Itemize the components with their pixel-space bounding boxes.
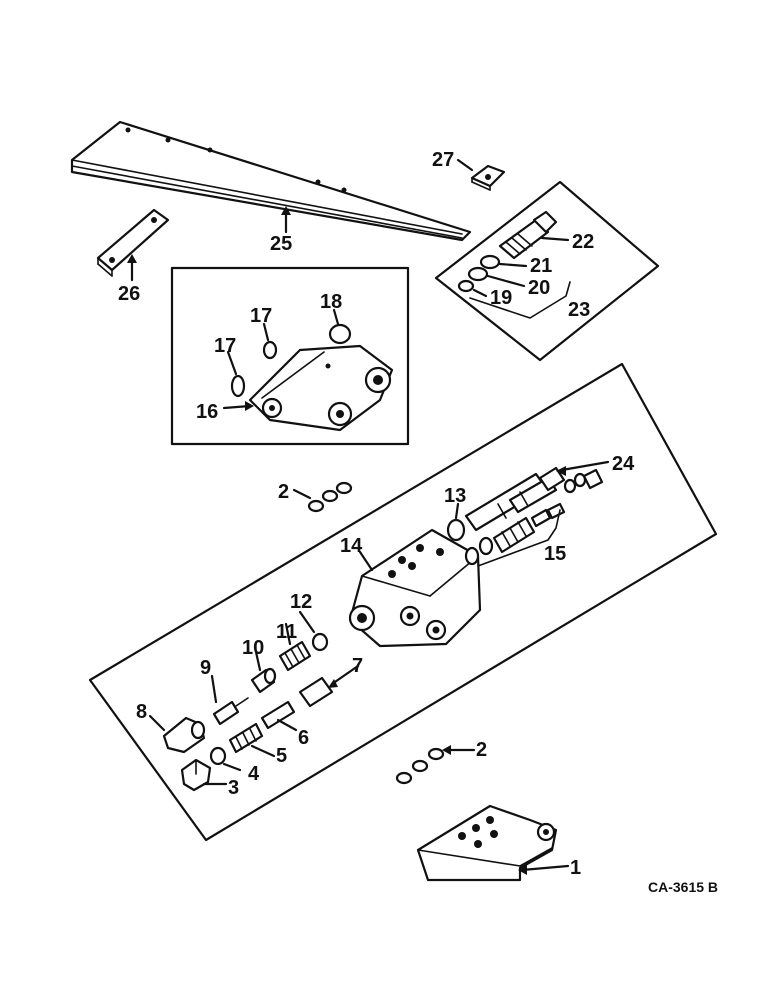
o-ring-part-17-upper: [262, 340, 278, 360]
callout-26: 26: [118, 283, 140, 305]
spring-part-5: [228, 722, 264, 754]
bracket-23: [469, 281, 571, 319]
callout-23: 23: [568, 299, 590, 321]
callout-17-upper: 17: [250, 305, 272, 327]
reference-code: CA-3615 B: [648, 879, 718, 895]
leader-22: [540, 236, 570, 242]
spool-part-24: [464, 466, 604, 532]
arrowhead-24: [556, 466, 566, 476]
callout-11: 11: [276, 621, 297, 643]
leader-10: [254, 650, 262, 672]
leader-27: [456, 158, 474, 172]
leader-19: [472, 288, 488, 298]
leader-7: [330, 664, 360, 686]
callout-25: 25: [270, 233, 292, 255]
fitting-part-22: [498, 210, 558, 260]
leader-5: [250, 744, 276, 758]
leader-17-lower: [226, 350, 238, 376]
callout-20: 20: [528, 277, 550, 299]
callout-1: 1: [570, 857, 581, 879]
cap-part-8: [162, 716, 206, 754]
callout-19: 19: [490, 287, 512, 309]
leader-11: [284, 622, 292, 646]
leader-1: [520, 864, 570, 872]
arrowhead-16: [245, 401, 254, 411]
o-ring-part-13: [446, 518, 466, 542]
leader-4: [222, 762, 242, 772]
spring-part-11: [278, 640, 312, 672]
leader-8: [148, 714, 166, 732]
callout-21: 21: [530, 255, 552, 277]
spool-part-15: [464, 502, 566, 566]
callout-4: 4: [248, 763, 260, 785]
callout-3: 3: [228, 777, 239, 799]
plate-part-26: [96, 208, 170, 277]
valve-body-part-16: [248, 344, 394, 432]
leader-9: [210, 674, 218, 704]
callout-24: 24: [612, 453, 635, 475]
arrowhead-2-lower: [442, 745, 451, 755]
leader-21: [498, 262, 528, 268]
group-box-valve-body-16: [170, 266, 410, 446]
callout-2-lower: 2: [476, 739, 487, 761]
bracket-15: [477, 509, 561, 567]
o-ring-part-19: [457, 279, 475, 293]
valve-base-part-1: [416, 804, 558, 882]
callout-27: 27: [432, 149, 454, 171]
callout-2-upper: 2: [278, 481, 289, 503]
group-box-fitting-23: [434, 180, 660, 362]
ring-part-21: [479, 254, 501, 270]
leader-18: [332, 308, 340, 326]
sleeve-part-7: [298, 676, 334, 708]
arrowhead-1: [518, 865, 527, 875]
pin-part-6: [260, 700, 296, 730]
angle-bar-part-25: [70, 120, 472, 242]
o-rings-part-2-upper: [307, 481, 353, 513]
callout-10: 10: [242, 637, 264, 659]
callout-17-lower: 17: [214, 335, 236, 357]
leader-13: [454, 502, 460, 520]
callout-6: 6: [298, 727, 309, 749]
leader-24: [560, 460, 610, 472]
poppet-part-10: [250, 667, 277, 694]
callout-9: 9: [200, 657, 211, 679]
valve-housing-part-14: [348, 528, 482, 648]
arrowhead-25: [281, 206, 291, 215]
leader-2-upper: [292, 488, 312, 500]
callout-22: 22: [572, 231, 594, 253]
callout-12: 12: [290, 591, 312, 613]
callout-15: 15: [544, 543, 566, 565]
leader-17-upper: [262, 322, 270, 342]
o-ring-part-18: [328, 323, 352, 345]
leader-20: [486, 274, 526, 288]
plunger-part-9: [212, 697, 249, 726]
plug-part-12: [311, 632, 329, 652]
plug-part-3: [180, 758, 212, 792]
leader-6: [276, 718, 298, 732]
callout-7: 7: [352, 655, 363, 677]
o-rings-part-2-lower: [395, 747, 445, 785]
o-ring-part-4: [209, 746, 227, 766]
callout-18: 18: [320, 291, 342, 313]
callout-8: 8: [136, 701, 147, 723]
group-box-control-valve-14: [88, 362, 718, 842]
callout-16: 16: [196, 401, 218, 423]
o-ring-part-17-lower: [230, 374, 246, 398]
callout-13: 13: [444, 485, 466, 507]
callout-14: 14: [340, 535, 363, 557]
arrowhead-26: [127, 254, 137, 263]
leader-12: [298, 610, 316, 634]
arrowhead-7: [328, 679, 338, 688]
washer-part-20: [467, 266, 489, 282]
leader-14: [358, 550, 374, 572]
nut-plate-part-27: [470, 164, 506, 191]
callout-5: 5: [276, 745, 287, 767]
